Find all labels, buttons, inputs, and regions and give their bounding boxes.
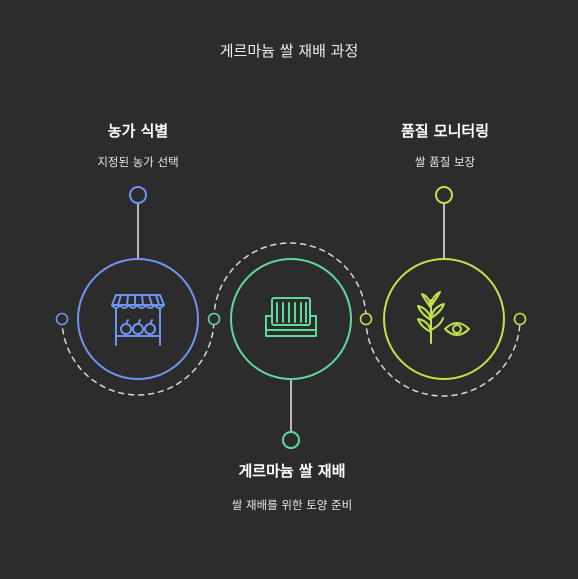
step3-title: 품질 모니터링 bbox=[400, 122, 490, 140]
step1-circle bbox=[77, 258, 199, 380]
step1-subtitle: 지정된 농가 선택 bbox=[97, 155, 179, 169]
node-left-end bbox=[55, 312, 69, 326]
node-right-join bbox=[359, 312, 373, 326]
step2-subtitle: 쌀 재배를 위한 토양 준비 bbox=[231, 498, 353, 512]
step2-title: 게르마늄 쌀 재배 bbox=[238, 462, 346, 480]
step3-circle bbox=[383, 258, 505, 380]
step1-title: 농가 식별 bbox=[107, 122, 169, 140]
dashed-arc-middle bbox=[213, 242, 367, 320]
raised-bed-icon bbox=[265, 297, 317, 337]
plant-eye-icon bbox=[417, 291, 470, 344]
step3-subtitle: 쌀 품질 보장 bbox=[414, 155, 476, 169]
dashed-arc-right bbox=[365, 318, 521, 397]
page-title: 게르마늄 쌀 재배 과정 bbox=[219, 42, 359, 60]
node-right-end bbox=[513, 312, 527, 326]
market-stall-icon bbox=[111, 294, 165, 346]
node-step3-top bbox=[435, 186, 453, 204]
dashed-arc-left bbox=[61, 318, 215, 396]
step2-circle bbox=[230, 258, 352, 380]
node-step2-bottom bbox=[282, 431, 300, 449]
node-step1-top bbox=[129, 186, 147, 204]
node-left-join bbox=[207, 312, 221, 326]
